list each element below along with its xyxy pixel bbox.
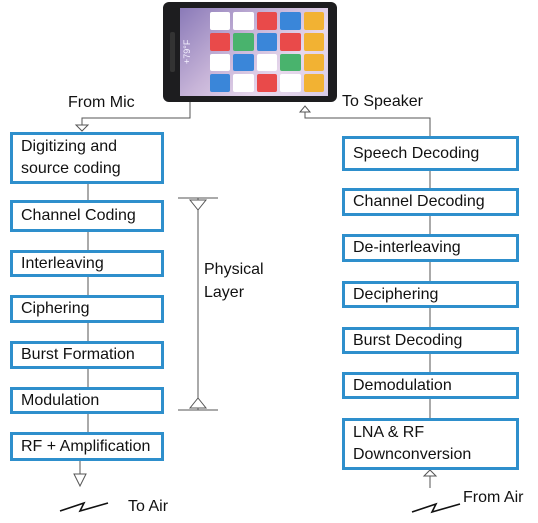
tx-burst-formation-box: Burst Formation (10, 341, 164, 369)
app-icon (303, 53, 324, 72)
app-icon (256, 53, 278, 72)
arrow-down-icon (188, 199, 208, 211)
app-icon (280, 53, 301, 72)
rx-demodulation-box: Demodulation (342, 372, 519, 399)
arrow-down-icon (74, 124, 90, 132)
app-icon (280, 12, 301, 30)
phone-camera (170, 32, 175, 72)
app-icon (280, 74, 301, 92)
tx-interleaving-box: Interleaving (10, 250, 164, 277)
tx-modulation-box: Modulation (10, 387, 164, 414)
app-icon (256, 12, 278, 30)
tx-channel-coding-box: Channel Coding (10, 200, 164, 232)
app-icon (280, 32, 301, 51)
app-icon (233, 53, 254, 72)
antenna-zigzag-icon (411, 502, 461, 514)
app-icon (210, 53, 231, 72)
mic-connector-line (81, 100, 191, 127)
rx-burst-decoding-box: Burst Decoding (342, 327, 519, 354)
to-air-label: To Air (128, 498, 169, 515)
speaker-connector-line (304, 110, 431, 136)
rx-deciphering-box: Deciphering (342, 281, 519, 308)
arrow-up-icon (422, 469, 438, 477)
tx-rf-amplification-box: RF + Amplification (10, 432, 164, 461)
app-icon (210, 74, 231, 92)
app-icon (233, 74, 254, 92)
app-icon (303, 74, 324, 92)
arrow-up-icon (188, 397, 208, 409)
rx-deinterleaving-box: De-interleaving (342, 234, 519, 262)
app-icon (210, 32, 231, 51)
phone-status-text: +79°F (182, 39, 192, 65)
app-icon (233, 12, 254, 30)
arrow-up-icon (298, 105, 312, 113)
from-air-label: From Air (463, 489, 524, 506)
tx-ciphering-box: Ciphering (10, 295, 164, 323)
rx-speech-decoding-box: Speech Decoding (342, 136, 519, 171)
app-icon (256, 32, 278, 51)
app-icon (233, 32, 254, 51)
app-icon (303, 32, 324, 51)
antenna-zigzag-icon (59, 501, 109, 513)
tx-digitizing-box: Digitizing and source coding (10, 132, 164, 184)
to-speaker-label: To Speaker (342, 93, 423, 110)
app-icon (210, 12, 231, 30)
from-mic-label: From Mic (68, 94, 135, 111)
arrow-down-icon (73, 473, 87, 488)
rx-lna-rf-downconversion-box: LNA & RF Downconversion (342, 418, 519, 470)
phone-app-grid (210, 12, 324, 92)
phone-screen: +79°F (180, 8, 328, 96)
app-icon (303, 12, 324, 30)
rx-channel-decoding-box: Channel Decoding (342, 188, 519, 216)
app-icon (256, 74, 278, 92)
physical-layer-label: Physical Layer (204, 261, 264, 301)
phone-image: +79°F (163, 2, 337, 102)
